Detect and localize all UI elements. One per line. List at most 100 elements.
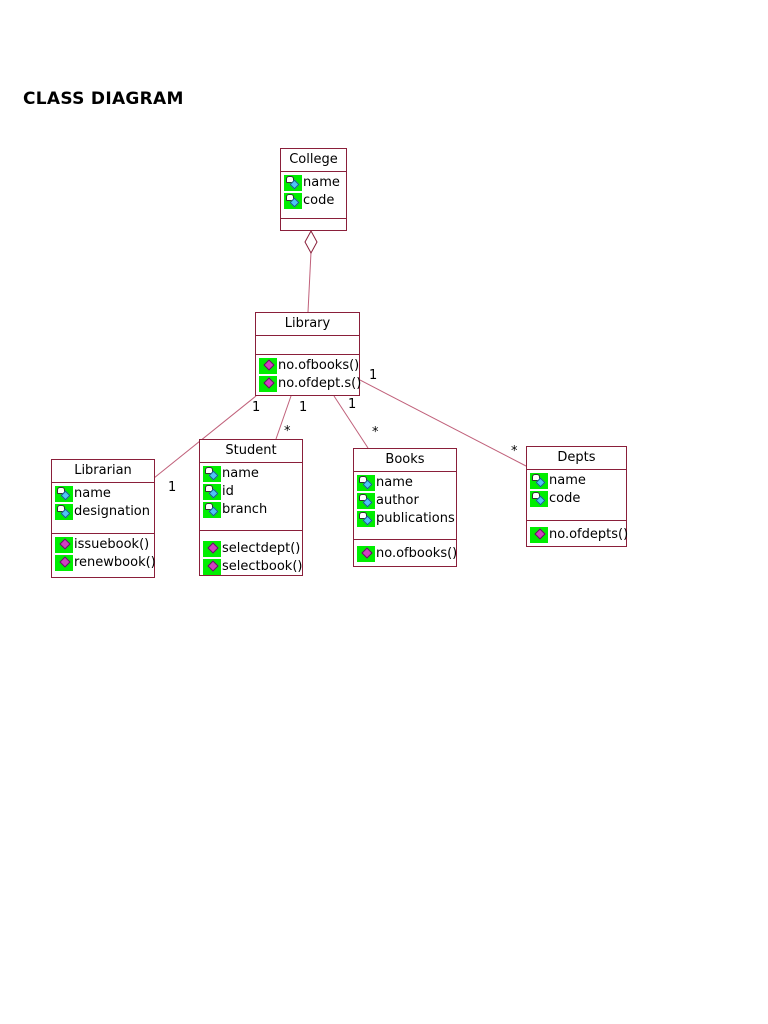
operations-compartment [281, 219, 346, 223]
multiplicity-depts-end: * [511, 444, 518, 459]
operation-name: renewbook() [74, 555, 156, 570]
multiplicity-books-end: * [372, 425, 379, 440]
operation-icon [203, 541, 221, 557]
operation-icon [55, 555, 73, 571]
class-name: College [281, 149, 346, 172]
attribute-row: designation [55, 503, 154, 521]
private-attribute-icon [203, 466, 221, 482]
attribute-name: branch [222, 502, 268, 517]
attribute-row: name [203, 465, 302, 483]
private-attribute-icon [203, 502, 221, 518]
operation-name: no.ofdepts() [549, 527, 629, 542]
attribute-name: id [222, 484, 234, 499]
multiplicity-library-depts: 1 [369, 368, 378, 383]
attribute-row: name [357, 474, 456, 492]
attribute-name: code [303, 193, 335, 208]
operation-icon [259, 376, 277, 392]
operations-compartment: no.ofdepts() [527, 521, 629, 546]
operations-compartment: no.ofbooks() [354, 540, 458, 565]
operation-name: selectbook() [222, 559, 303, 574]
assoc-line-library-librarian [153, 395, 257, 479]
attribute-row: name [284, 174, 346, 192]
attribute-row: name [55, 485, 154, 503]
attribute-name: name [303, 175, 340, 190]
operation-row: selectdept() [203, 540, 302, 558]
attribute-name: name [549, 473, 586, 488]
attributes-compartment: name id branch [200, 463, 302, 531]
class-library[interactable]: Library no.ofbooks() no.ofdept.s() [255, 312, 362, 396]
multiplicity-library-student: 1 [299, 400, 308, 415]
class-name: Student [200, 440, 302, 463]
private-attribute-icon [530, 491, 548, 507]
aggregation-line-college-library [307, 251, 312, 313]
class-name: Depts [527, 447, 626, 470]
attribute-name: name [376, 475, 413, 490]
attribute-name: author [376, 493, 419, 508]
attribute-row: branch [203, 501, 302, 519]
attributes-compartment: name code [527, 470, 626, 521]
private-attribute-icon [357, 475, 375, 491]
attribute-name: designation [74, 504, 150, 519]
assoc-line-library-books [333, 395, 369, 449]
attribute-name: name [222, 466, 259, 481]
operation-icon [55, 537, 73, 553]
operation-name: issuebook() [74, 537, 150, 552]
page-title: CLASS DIAGRAM [23, 89, 184, 109]
operation-icon [203, 559, 221, 575]
operation-name: no.ofbooks() [278, 358, 360, 373]
private-attribute-icon [203, 484, 221, 500]
multiplicity-librarian-end: 1 [168, 480, 177, 495]
class-books[interactable]: Books name author publications no.ofbook… [353, 448, 457, 567]
operation-name: no.ofbooks() [376, 546, 458, 561]
attribute-row: id [203, 483, 302, 501]
operation-row: no.ofbooks() [357, 545, 458, 563]
operation-row: no.ofdept.s() [259, 375, 362, 393]
private-attribute-icon [357, 511, 375, 527]
assoc-line-library-student [275, 395, 292, 440]
operations-compartment: issuebook() renewbook() [52, 534, 156, 574]
operations-compartment: no.ofbooks() no.ofdept.s() [256, 355, 362, 395]
operation-icon [530, 527, 548, 543]
attribute-row: name [530, 472, 626, 490]
operation-icon [259, 358, 277, 374]
private-attribute-icon [55, 486, 73, 502]
attribute-name: publications [376, 511, 455, 526]
attribute-row: code [284, 192, 346, 210]
operation-name: selectdept() [222, 541, 301, 556]
class-librarian[interactable]: Librarian name designation issuebook() r… [51, 459, 156, 578]
operation-row: issuebook() [55, 536, 154, 554]
multiplicity-library-librarian: 1 [252, 400, 261, 415]
private-attribute-icon [530, 473, 548, 489]
attribute-row: author [357, 492, 456, 510]
operation-row: no.ofdepts() [530, 526, 629, 544]
private-attribute-icon [284, 193, 302, 209]
class-name: Librarian [52, 460, 154, 483]
operation-icon [357, 546, 375, 562]
class-student[interactable]: Student name id branch selectdept() sele… [199, 439, 303, 576]
attribute-row: publications [357, 510, 456, 528]
operation-row: selectbook() [203, 558, 302, 576]
multiplicity-library-books: 1 [348, 397, 357, 412]
attributes-compartment [256, 336, 359, 355]
assoc-line-library-depts [359, 379, 527, 467]
class-name: Library [256, 313, 359, 336]
attribute-name: name [74, 486, 111, 501]
class-name: Books [354, 449, 456, 472]
private-attribute-icon [284, 175, 302, 191]
private-attribute-icon [357, 493, 375, 509]
class-college[interactable]: College name code [280, 148, 347, 231]
attributes-compartment: name author publications [354, 472, 456, 540]
operations-compartment: selectdept() selectbook() [200, 531, 302, 578]
attributes-compartment: name designation [52, 483, 154, 534]
private-attribute-icon [55, 504, 73, 520]
aggregation-diamond [304, 229, 318, 255]
attributes-compartment: name code [281, 172, 346, 219]
operation-row: renewbook() [55, 554, 156, 572]
attribute-name: code [549, 491, 581, 506]
operation-name: no.ofdept.s() [278, 376, 362, 391]
operation-row: no.ofbooks() [259, 357, 359, 375]
attribute-row: code [530, 490, 626, 508]
multiplicity-student-end: * [284, 424, 291, 439]
class-depts[interactable]: Depts name code no.ofdepts() [526, 446, 629, 547]
